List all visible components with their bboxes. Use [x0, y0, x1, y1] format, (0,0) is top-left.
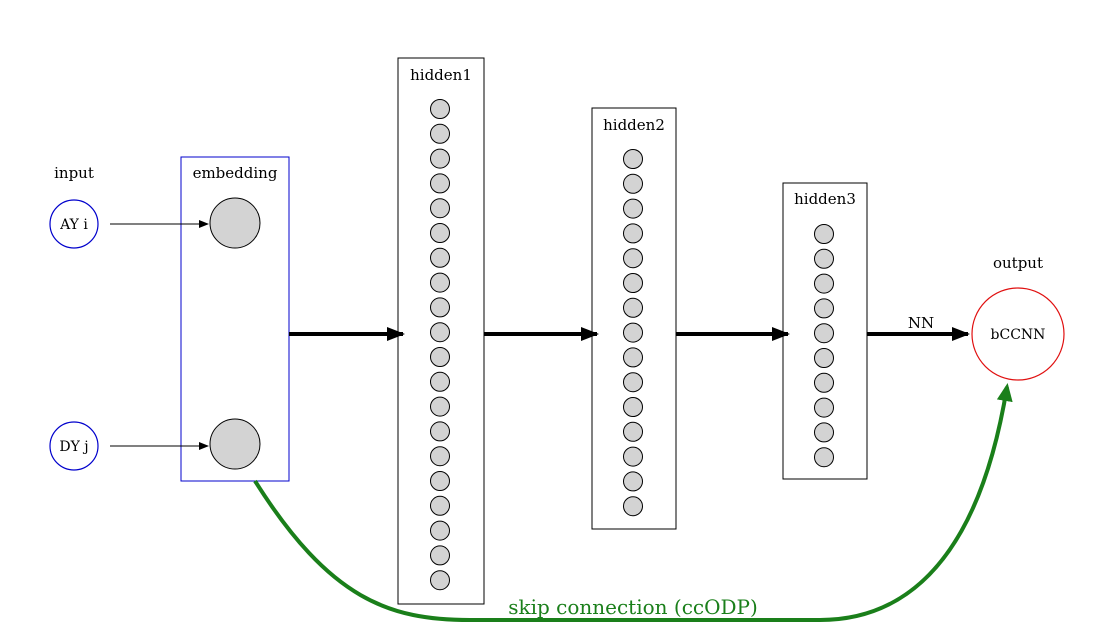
input-node-dy: [49, 421, 99, 471]
hidden1-label: hidden1: [410, 66, 472, 84]
hidden2-neuron-10: [623, 372, 643, 393]
hidden3-neurons: [814, 224, 834, 468]
hidden2-neurons: [623, 149, 643, 517]
hidden1-neuron-9: [430, 297, 450, 318]
hidden2-neuron-4: [623, 223, 643, 244]
hidden2-neuron-12: [623, 421, 643, 442]
hidden3-neuron-3: [814, 273, 834, 294]
hidden3-neuron-9: [814, 422, 834, 443]
hidden1-neuron-19: [430, 545, 450, 566]
hidden3-neuron-4: [814, 298, 834, 319]
hidden1-neuron-16: [430, 471, 450, 491]
hidden3-neuron-2: [814, 248, 834, 269]
skip-connection-curve: [253, 383, 1013, 622]
hidden2-neuron-2: [623, 173, 643, 194]
embedding-node-2: [209, 418, 261, 470]
input-node-dy-label: DY j: [59, 439, 88, 455]
skip-connection-label: skip connection (ccODP): [508, 595, 758, 619]
hidden2-neuron-1: [623, 149, 643, 169]
hidden1-neuron-4: [430, 173, 450, 194]
output-label: output: [993, 254, 1043, 272]
embedding-node-1: [209, 197, 261, 249]
hidden2-neuron-5: [623, 248, 643, 269]
hidden1-neuron-15: [430, 446, 450, 467]
hidden3-neuron-10: [814, 447, 834, 468]
embedding-label: embedding: [193, 164, 278, 182]
hidden3-neuron-6: [814, 348, 834, 368]
input-node-ay: [49, 199, 99, 249]
hidden1-neuron-1: [430, 99, 450, 119]
hidden2-neuron-3: [623, 198, 643, 219]
hidden1-neurons: [430, 99, 450, 591]
hidden1-neuron-14: [430, 421, 450, 442]
hidden1-neuron-12: [430, 371, 450, 392]
hidden1-neuron-7: [430, 247, 450, 268]
hidden3-neuron-8: [814, 397, 834, 418]
hidden3-neuron-7: [814, 372, 834, 393]
input-node-ay-label: AY i: [59, 217, 88, 233]
hidden2-neuron-6: [623, 273, 643, 293]
hidden1-neuron-8: [430, 272, 450, 293]
hidden1-neuron-11: [430, 347, 450, 367]
hidden1-neuron-17: [430, 495, 450, 516]
hidden1-neuron-10: [430, 322, 450, 343]
hidden1-neuron-3: [430, 148, 450, 169]
hidden2-neuron-8: [623, 322, 643, 343]
hidden3-neuron-5: [814, 323, 834, 344]
hidden1-neuron-18: [430, 520, 450, 541]
output-node: [971, 287, 1065, 381]
hidden3-label: hidden3: [794, 190, 856, 208]
hidden1-neuron-5: [430, 198, 450, 219]
hidden1-neuron-2: [430, 123, 450, 144]
hidden2-neuron-15: [623, 496, 643, 517]
hidden2-neuron-11: [623, 397, 643, 417]
hidden2-neuron-13: [623, 446, 643, 467]
hidden2-neuron-14: [623, 471, 643, 492]
hidden1-neuron-6: [430, 223, 450, 243]
hidden2-neuron-7: [623, 297, 643, 318]
input-label: input: [54, 164, 94, 182]
hidden1-neuron-20: [430, 570, 450, 591]
hidden2-neuron-9: [623, 347, 643, 368]
hidden2-label: hidden2: [603, 116, 665, 134]
output-node-label: bCCNN: [991, 327, 1046, 343]
hidden1-neuron-13: [430, 396, 450, 417]
hidden3-neuron-1: [814, 224, 834, 244]
nn-label: NN: [908, 314, 934, 332]
